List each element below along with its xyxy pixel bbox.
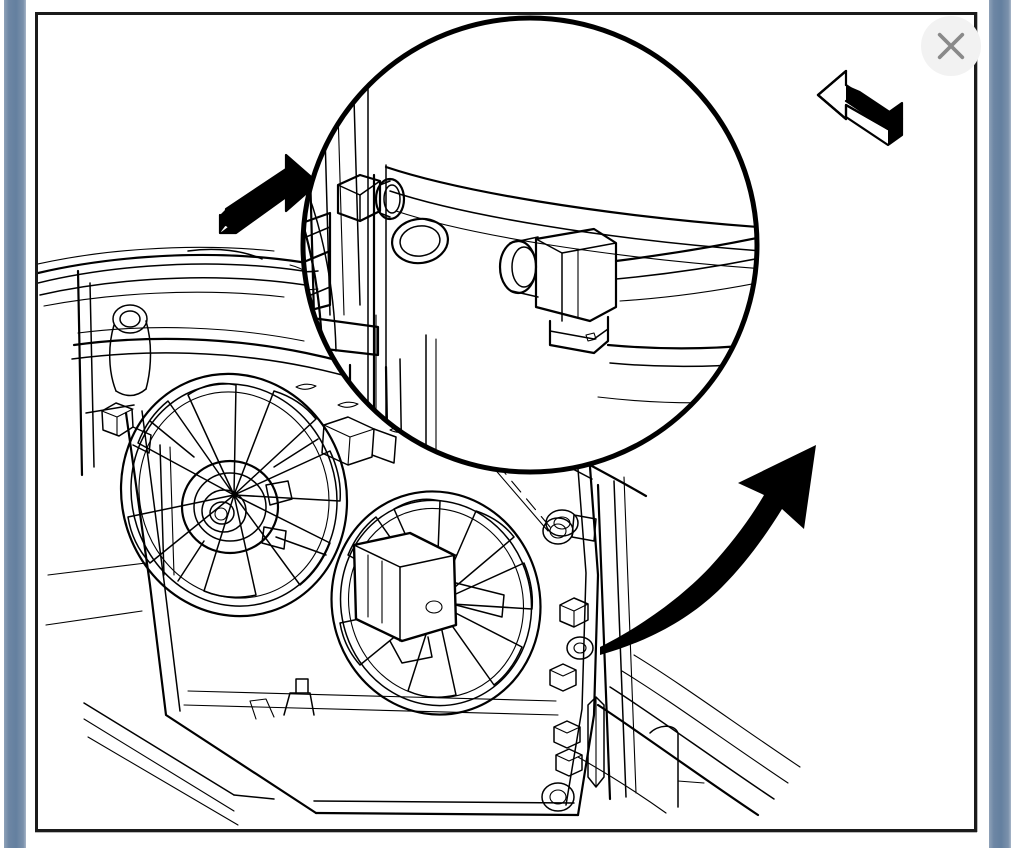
- right-fan-motor-housing: [352, 531, 505, 664]
- sensor-plug: [336, 173, 406, 223]
- side-rail: [596, 654, 801, 817]
- mounting-bolt: [559, 597, 589, 628]
- fan-blades: [339, 498, 534, 698]
- fan-blades: [127, 382, 342, 598]
- block-arrow-inset: [816, 69, 904, 147]
- fan-shroud: [124, 410, 600, 817]
- close-icon: [937, 32, 965, 60]
- harness-clip: [303, 264, 319, 291]
- mounting-bolt: [321, 416, 397, 466]
- right-scroll-gutter[interactable]: [989, 0, 1011, 848]
- left-scroll-gutter[interactable]: [4, 0, 26, 848]
- side-rail: [83, 702, 275, 826]
- illustration-canvas[interactable]: .l{fill:none;stroke:#000;stroke-width:2.…: [38, 15, 974, 829]
- mounting-bolt: [549, 663, 577, 692]
- wiring-harness-connector: [498, 227, 618, 355]
- close-button[interactable]: [921, 16, 981, 76]
- right-cooling-fan: [330, 490, 542, 716]
- main-assembly-drawing: [38, 246, 801, 826]
- mounting-bolt: [101, 402, 152, 454]
- mounting-bolt: [108, 304, 152, 397]
- callout-arrow: [600, 445, 816, 655]
- left-cooling-fan: [119, 372, 349, 618]
- block-arrow-main: [218, 153, 320, 235]
- mounting-bolt: [553, 720, 581, 749]
- left-fan-motor-hub: [180, 459, 293, 555]
